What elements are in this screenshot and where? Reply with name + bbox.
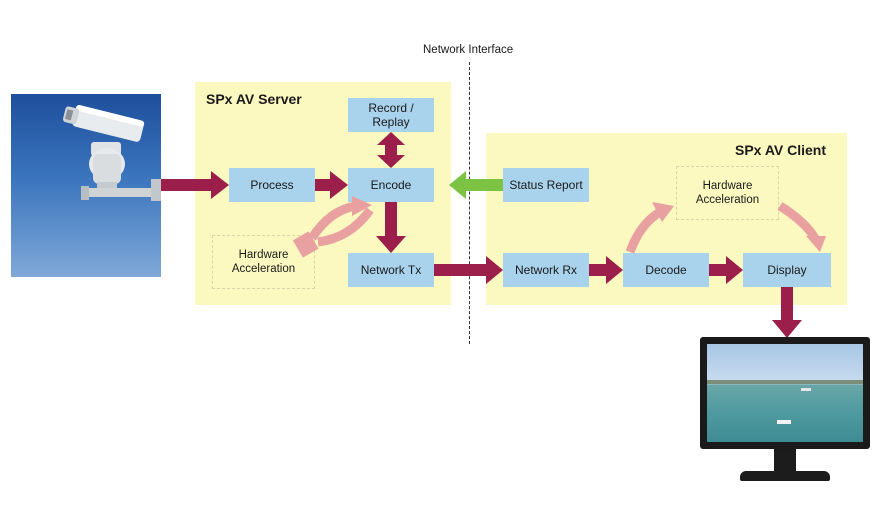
display-box: Display (743, 253, 831, 287)
process-box: Process (229, 168, 315, 202)
arrowhead-client-hw-in (652, 202, 674, 222)
status-report-box: Status Report (503, 168, 589, 202)
arrow-client-decode-to-hw (625, 208, 663, 254)
record-replay-label-2: Replay (372, 115, 410, 129)
arrow-encode-to-network-tx (376, 202, 406, 253)
arrowhead-server-hw-in (352, 196, 372, 216)
server-title: SPx AV Server (206, 91, 302, 107)
network-rx-label: Network Rx (514, 263, 577, 277)
arrow-status-to-encode (449, 171, 503, 199)
network-interface-label: Network Interface (423, 44, 514, 56)
camera-image (11, 94, 161, 277)
network-tx-box: Network Tx (348, 253, 434, 287)
arrow-process-to-encode (315, 171, 348, 199)
status-report-label: Status Report (509, 178, 583, 192)
network-rx-box: Network Rx (503, 253, 589, 287)
client-hardware-label-1: Hardware (702, 180, 753, 192)
encode-label: Encode (370, 178, 412, 192)
monitor-image (700, 337, 870, 485)
server-hardware-label-2: Acceleration (231, 263, 296, 275)
monitor-screen (707, 344, 863, 442)
monitor-shoreline (707, 380, 863, 384)
record-replay-label-1: Record / (368, 101, 414, 115)
monitor-stand (740, 471, 830, 481)
encode-box: Encode (348, 168, 434, 202)
process-label: Process (250, 178, 294, 192)
arrow-network-rx-to-decode (589, 256, 623, 284)
monitor-neck (774, 449, 796, 473)
monitor-boat (777, 420, 791, 424)
decode-box: Decode (623, 253, 709, 287)
arrow-display-to-monitor (772, 287, 802, 338)
arrow-encode-record-bidirectional (377, 132, 405, 168)
server-hardware-acceleration: Hardware Acceleration (212, 235, 315, 289)
decode-label: Decode (645, 263, 687, 277)
arrowhead-client-hw-out (806, 236, 826, 252)
arrow-client-hw-to-display (777, 202, 820, 243)
arrow-camera-to-process (161, 171, 229, 199)
network-interface-line (469, 62, 470, 344)
client-hardware-acceleration: Hardware Acceleration (676, 166, 779, 220)
arrow-server-hw-in (308, 201, 357, 241)
arrowhead-server-hw-out (292, 231, 319, 258)
arrow-server-hw-out (317, 207, 374, 247)
display-label: Display (767, 263, 807, 277)
record-replay-box: Record / Replay (348, 98, 434, 132)
client-hardware-label-2: Acceleration (695, 194, 760, 206)
camera-icon (62, 105, 161, 201)
client-title: SPx AV Client (735, 142, 827, 158)
arrow-network-tx-to-rx (434, 256, 503, 284)
monitor-boat-2 (801, 388, 811, 391)
server-hardware-label-1: Hardware (238, 249, 289, 261)
network-tx-label: Network Tx (360, 263, 422, 277)
arrow-decode-to-display (709, 256, 743, 284)
